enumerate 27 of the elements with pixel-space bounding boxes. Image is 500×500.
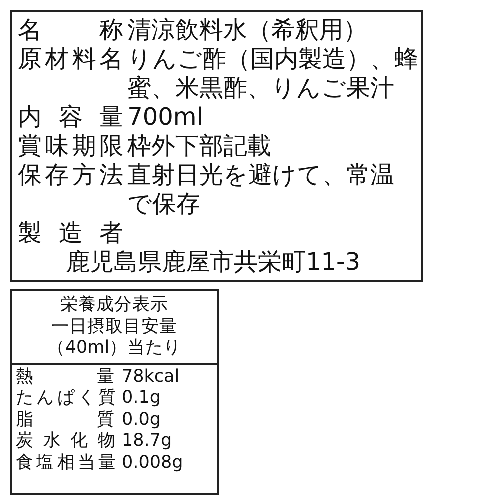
nutrient-value: 18.7g	[122, 431, 172, 452]
nutrient-value: 0.0g	[122, 410, 161, 431]
field-value: 清涼飲料水（希釈用）	[128, 16, 369, 45]
label-box	[10, 10, 423, 282]
table-heading: （40ml）当たり	[46, 338, 183, 360]
nutrient-name: 熱量	[16, 366, 114, 388]
field-value: 枠外下部記載	[128, 132, 273, 161]
field-value: 直射日光を避けて、常温で保存	[128, 161, 396, 219]
nutrient-name: 食塩相当量	[16, 452, 114, 474]
nutrient-name: 炭水化物	[16, 431, 114, 452]
field-name: 賞味期限	[18, 132, 124, 161]
table-heading: 栄養成分表示	[60, 295, 170, 316]
field-value: りんご酢（国内製造）、蜂蜜、米黒酢、りんご果汁	[128, 45, 419, 103]
nutrient-value: 78kcal	[122, 366, 180, 388]
nutrient-value: 0.1g	[122, 388, 161, 410]
nutrient-name: たんぱく質	[16, 388, 114, 410]
field-name: 名称	[18, 16, 124, 45]
table-heading: 一日摂取目安量	[50, 316, 178, 338]
field-name: 原材料名	[18, 45, 124, 74]
field-name: 内容量	[18, 103, 124, 132]
nutrient-value: 0.008g	[122, 452, 184, 474]
nutrient-name: 脂質	[16, 410, 114, 431]
field-name: 製造者	[18, 219, 124, 248]
field-value: 鹿児島県鹿屋市共栄町11-3	[66, 248, 360, 277]
field-value: 700ml	[128, 103, 204, 132]
field-name: 保存方法	[18, 161, 124, 190]
nutrition-table	[10, 289, 219, 495]
